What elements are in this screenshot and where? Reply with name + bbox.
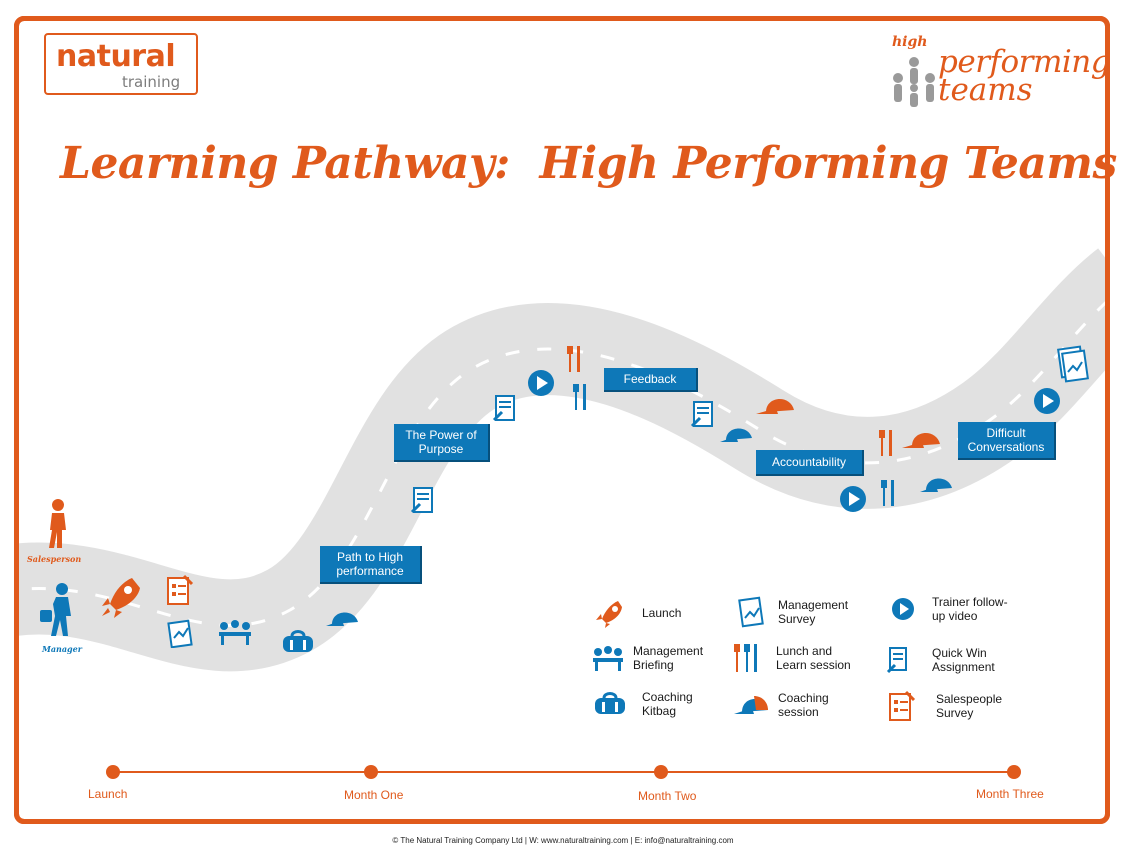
team-figures-icon <box>893 57 935 107</box>
lunch-icon-2 <box>573 384 586 410</box>
trainer-video-icon-2 <box>840 486 866 512</box>
trainer-video-icon <box>892 598 914 620</box>
salesperson-icon <box>49 499 66 548</box>
coaching-kitbag-icon <box>595 692 625 714</box>
legend-label-quick-win: Quick Win Assignment <box>932 646 995 674</box>
legend-item-quick-win: Quick Win Assignment <box>884 644 995 676</box>
timeline-label-month-one: Month One <box>344 788 404 802</box>
management-survey-icon <box>167 619 193 648</box>
coaching-kitbag-icon <box>283 630 313 652</box>
manager-label: Manager <box>42 644 82 654</box>
legend-label-coaching-session: Coaching session <box>778 691 829 719</box>
legend-item-lunch-learn: Lunch and Learn session <box>732 642 851 674</box>
legend-label-salespeople-survey: Salespeople Survey <box>936 692 1003 720</box>
quick-win-icon-3 <box>690 401 713 428</box>
high-performing-teams-logo: high performing teams <box>880 30 1111 110</box>
rocket-icon <box>596 601 622 628</box>
quick-win-icon-2 <box>492 395 515 422</box>
trainer-video-icon-3 <box>1034 388 1060 414</box>
timeline-dot-month-three <box>1007 765 1021 779</box>
legend-item-coaching-session: Coaching session <box>732 690 829 720</box>
timeline-label-month-two: Month Two <box>638 789 697 803</box>
rocket-icon <box>102 578 140 618</box>
timeline-dot-month-two <box>654 765 668 779</box>
legend-item-coaching-kitbag: Coaching Kitbag <box>592 690 693 718</box>
trainer-video-icon <box>528 370 554 396</box>
logo-natural-text: natural <box>56 39 176 74</box>
legend-item-management-survey: Management Survey <box>736 596 848 628</box>
management-briefing-icon <box>219 620 251 645</box>
legend-label-trainer-video: Trainer follow- up video <box>932 595 1008 623</box>
coaching-cap-orange-icon-2 <box>902 432 940 448</box>
page-title: Learning Pathway: High Performing Teams <box>60 138 1117 189</box>
footer-copyright: © The Natural Training Company Ltd | W: … <box>392 836 734 845</box>
coaching-cap-icon-3 <box>920 478 952 492</box>
road-centre-line <box>0 283 1126 627</box>
legend-item-salespeople-survey: Salespeople Survey <box>886 690 1002 722</box>
hpt-performing-text: performing <box>938 44 1111 80</box>
natural-training-logo: natural training <box>44 33 198 95</box>
salesperson-label: Salesperson <box>27 554 82 564</box>
legend-label-coaching-kitbag: Coaching Kitbag <box>642 690 693 718</box>
legend-item-trainer-video: Trainer follow- up video <box>890 595 1008 623</box>
timeline-label-launch: Launch <box>88 787 128 801</box>
lunch-icon <box>734 644 757 672</box>
coaching-cap-orange-icon <box>756 398 794 414</box>
timeline-label-month-three: Month Three <box>976 787 1044 801</box>
milestone-feedback: Feedback <box>604 368 698 392</box>
legend-label-lunch-learn: Lunch and Learn session <box>776 644 851 672</box>
management-survey-icon-2 <box>1057 345 1089 383</box>
hpt-teams-text: teams <box>938 72 1033 108</box>
salespeople-survey-icon <box>167 574 194 605</box>
quick-win-icon <box>410 487 433 514</box>
lunch-icon-3 <box>879 430 892 456</box>
milestone-accountability: Accountability <box>756 450 864 476</box>
legend-label-launch: Launch <box>642 606 682 620</box>
lunch-icon-4 <box>881 480 894 506</box>
milestone-path-to-high: Path to High performance <box>320 546 422 584</box>
quick-win-icon <box>886 647 907 674</box>
manager-icon <box>40 583 71 636</box>
timeline-dot-month-one <box>364 765 378 779</box>
lunch-icon <box>567 346 580 372</box>
hpt-high-text: high <box>892 34 928 50</box>
salespeople-survey-icon <box>889 690 916 721</box>
timeline-dot-launch <box>106 765 120 779</box>
management-survey-icon <box>738 596 764 628</box>
milestone-power-of-purpose: The Power of Purpose <box>394 424 490 462</box>
logo-training-text: training <box>122 73 181 91</box>
coaching-cap-icon <box>326 612 358 626</box>
legend-label-management-briefing: Management Briefing <box>633 644 704 672</box>
legend-item-launch: Launch <box>594 598 681 628</box>
coaching-cap-icon-2 <box>720 428 752 442</box>
legend-label-management-survey: Management Survey <box>778 598 849 626</box>
legend-item-management-briefing: Management Briefing <box>590 644 703 672</box>
coaching-cap-icon <box>734 696 768 714</box>
management-briefing-icon <box>593 646 623 671</box>
timeline-line <box>113 771 1015 773</box>
milestone-difficult-conversations: Difficult Conversations <box>958 422 1056 460</box>
